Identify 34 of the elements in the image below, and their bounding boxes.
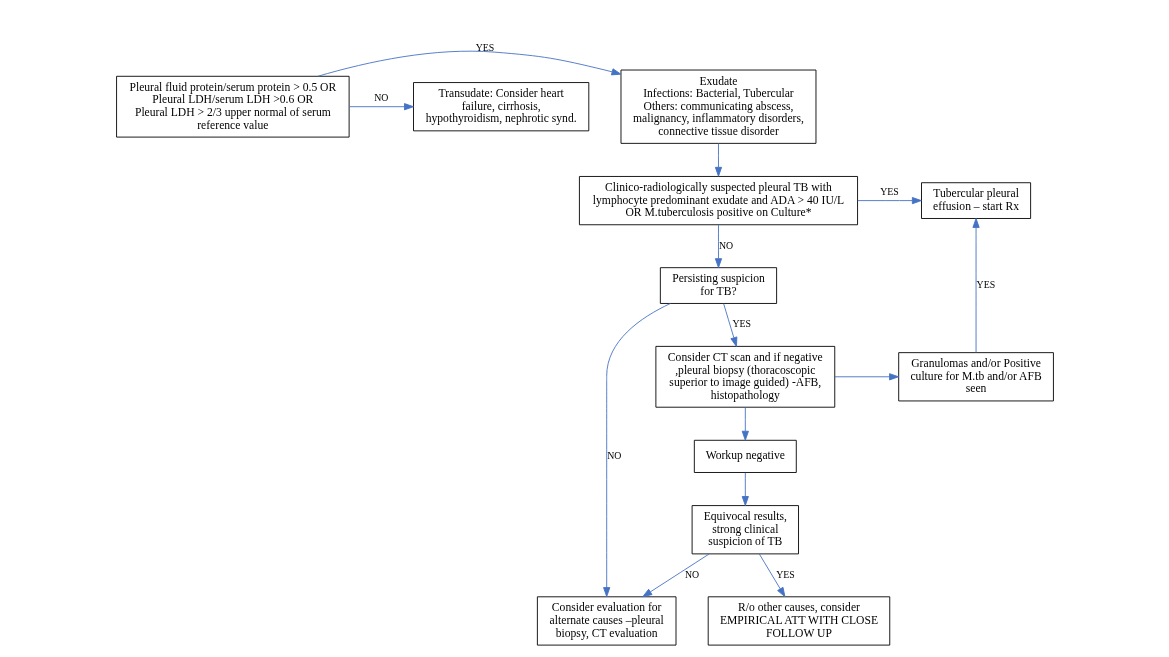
edge-label: NO: [606, 449, 621, 461]
arrow: [856, 197, 922, 205]
arrow: [758, 553, 785, 598]
node-box: Exudate Infections: Bacterial, Tubercular Others: communicating abscess, malignancy, inflammatory disorders, connective tissue disorder: [620, 69, 816, 144]
arrow: [602, 303, 671, 597]
node-box: Equivocal results, strong clinical suspicion of TB: [691, 505, 799, 555]
node-box: Workup negative: [693, 439, 797, 473]
node-box: Granulomas and/or Positive culture for M.tb and/or AFB seen: [897, 352, 1054, 402]
arrow: [741, 407, 749, 441]
edge-label: YES: [879, 186, 899, 198]
node-box: Transudate: Consider heart failure, cirrhosis, hypothyroidism, nephrotic synd.: [412, 82, 589, 132]
edge-label: NO: [684, 568, 699, 580]
arrow: [714, 143, 722, 177]
edge-label: YES: [475, 42, 494, 54]
edge-label: NO: [373, 92, 388, 104]
arrow: [714, 224, 722, 269]
node-box: Persisting suspicion for TB?: [659, 267, 777, 304]
arrow: [722, 303, 737, 347]
node-box: Tubercular pleural effusion – start Rx: [920, 182, 1031, 219]
arrow: [641, 553, 710, 598]
node-box: Clinico-radiologically suspected pleural TB with lymphocyte predominant exudate and ADA > 40 IU/L OR M.tuberculosis positive on Culture*: [578, 176, 858, 226]
node-box: Consider CT scan and if negative ,pleural biopsy (thoracoscopic superior to image guided) -AFB, histopathology: [654, 345, 835, 408]
arrow: [833, 373, 899, 381]
edge-label: NO: [718, 239, 733, 251]
arrow: [317, 50, 621, 77]
edge-label: YES: [775, 568, 795, 580]
edge-label: YES: [976, 279, 995, 291]
edge-label: YES: [731, 318, 751, 330]
node-box: Pleural fluid protein/serum protein > 0.5 OR Pleural LDH/serum LDH >0.6 OR Pleural LDH > 2/3 upper normal of serum reference value: [115, 75, 350, 138]
arrow: [348, 103, 414, 111]
node-box: Consider evaluation for alternate causes –pleural biopsy, CT evaluation: [536, 596, 676, 646]
arrow: [741, 472, 749, 506]
arrow: [972, 218, 980, 353]
node-box: R/o other causes, consider EMPIRICAL ATT WITH CLOSE FOLLOW UP: [707, 596, 890, 646]
